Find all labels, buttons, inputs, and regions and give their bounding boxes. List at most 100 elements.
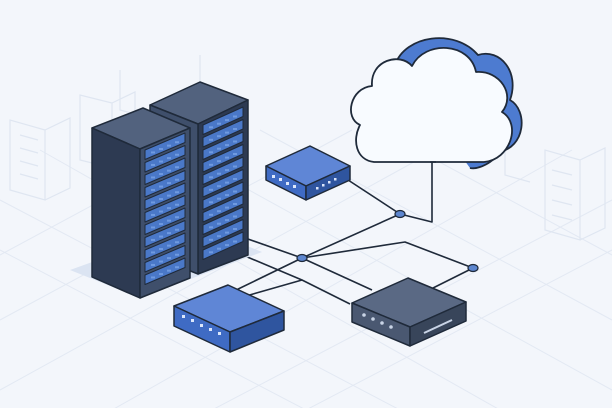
rack-led (175, 241, 179, 244)
rack-led (225, 181, 229, 184)
cable-rack-hub (244, 237, 303, 259)
rack-led (175, 266, 179, 269)
switch-icon (173, 284, 285, 353)
node-hub (296, 253, 308, 263)
rack-led (159, 210, 163, 213)
rack-led (209, 201, 213, 204)
rack-led (233, 153, 237, 155)
nas-device-icon (351, 277, 467, 347)
rack-led (151, 263, 155, 266)
rack-led (151, 151, 155, 154)
rack-led (225, 169, 229, 172)
rack-led (175, 253, 179, 256)
rack-led (159, 173, 163, 176)
node-upper (394, 209, 406, 219)
rack-led (217, 247, 221, 250)
rack-led (159, 223, 163, 226)
rack-led (159, 148, 163, 151)
rack-led (209, 163, 213, 166)
cable-switch-nas (301, 279, 351, 305)
rack-led (217, 122, 221, 125)
junction-nodes (296, 209, 479, 273)
rack-led (151, 251, 155, 254)
rack-led (225, 194, 229, 197)
cloud-icon (350, 37, 523, 170)
rack-led (175, 228, 179, 231)
rack-led (209, 151, 213, 154)
rack-led (167, 232, 171, 235)
rack-led (175, 178, 179, 181)
rack-led (175, 166, 179, 169)
rack-led (209, 226, 213, 229)
rack-led (209, 213, 213, 216)
rack-led (217, 160, 221, 163)
rack-led (225, 144, 229, 147)
rack-led (233, 190, 237, 193)
rack-led (217, 235, 221, 238)
server-rack-icon (202, 106, 244, 260)
rack-led (209, 251, 213, 254)
rack-led (159, 185, 163, 188)
rack-led (209, 176, 213, 179)
rack-led (225, 244, 229, 247)
rack-led (209, 126, 213, 129)
rack-led (225, 156, 229, 159)
cable-hub-right (301, 241, 474, 269)
cable-nas-right (432, 267, 474, 289)
cable-hub-nas (301, 257, 373, 291)
rack-led (159, 198, 163, 201)
rack-led (175, 153, 179, 156)
rack-led (167, 182, 171, 185)
rack-led (233, 228, 237, 230)
rack-led (175, 141, 179, 144)
rack-led (151, 176, 155, 179)
cable-hub-switch (231, 257, 303, 293)
rack-led (233, 140, 237, 143)
server-rack-front (91, 107, 191, 299)
router-icon (265, 145, 351, 201)
rack-led (233, 128, 237, 130)
rack-led (167, 244, 171, 247)
rack-led (167, 257, 171, 260)
rack-led (233, 203, 237, 205)
rack-led (167, 144, 171, 147)
rack-led (175, 203, 179, 206)
rack-led (175, 191, 179, 194)
rack-led (159, 160, 163, 163)
rack-led (233, 165, 237, 168)
rack-led (151, 276, 155, 279)
server-rack-icon (144, 132, 186, 285)
rack-led (225, 206, 229, 209)
rack-led (151, 226, 155, 229)
rack-led (159, 273, 163, 276)
cable-cloud-drop (399, 162, 433, 223)
rack-led (175, 216, 179, 219)
rack-led (159, 235, 163, 238)
rack-led (167, 269, 171, 272)
rack-led (217, 210, 221, 213)
rack-led (225, 219, 229, 222)
rack-led (167, 219, 171, 222)
rack-led (167, 169, 171, 172)
rack-led (167, 207, 171, 210)
rack-led (217, 147, 221, 150)
rack-led (233, 215, 237, 218)
rack-led (217, 135, 221, 138)
rack-led (217, 172, 221, 175)
rack-led (151, 188, 155, 191)
rack-led (167, 194, 171, 197)
rack-led (225, 131, 229, 134)
rack-led (209, 238, 213, 241)
rack-led (209, 188, 213, 191)
rack-led (159, 260, 163, 263)
rack-led (225, 231, 229, 234)
rack-led (151, 213, 155, 216)
rack-led (159, 248, 163, 251)
rack-led (151, 163, 155, 166)
rack-led (217, 222, 221, 225)
rack-led (217, 185, 221, 188)
rack-led (167, 157, 171, 160)
rack-led (233, 115, 237, 118)
rack-led (151, 201, 155, 204)
